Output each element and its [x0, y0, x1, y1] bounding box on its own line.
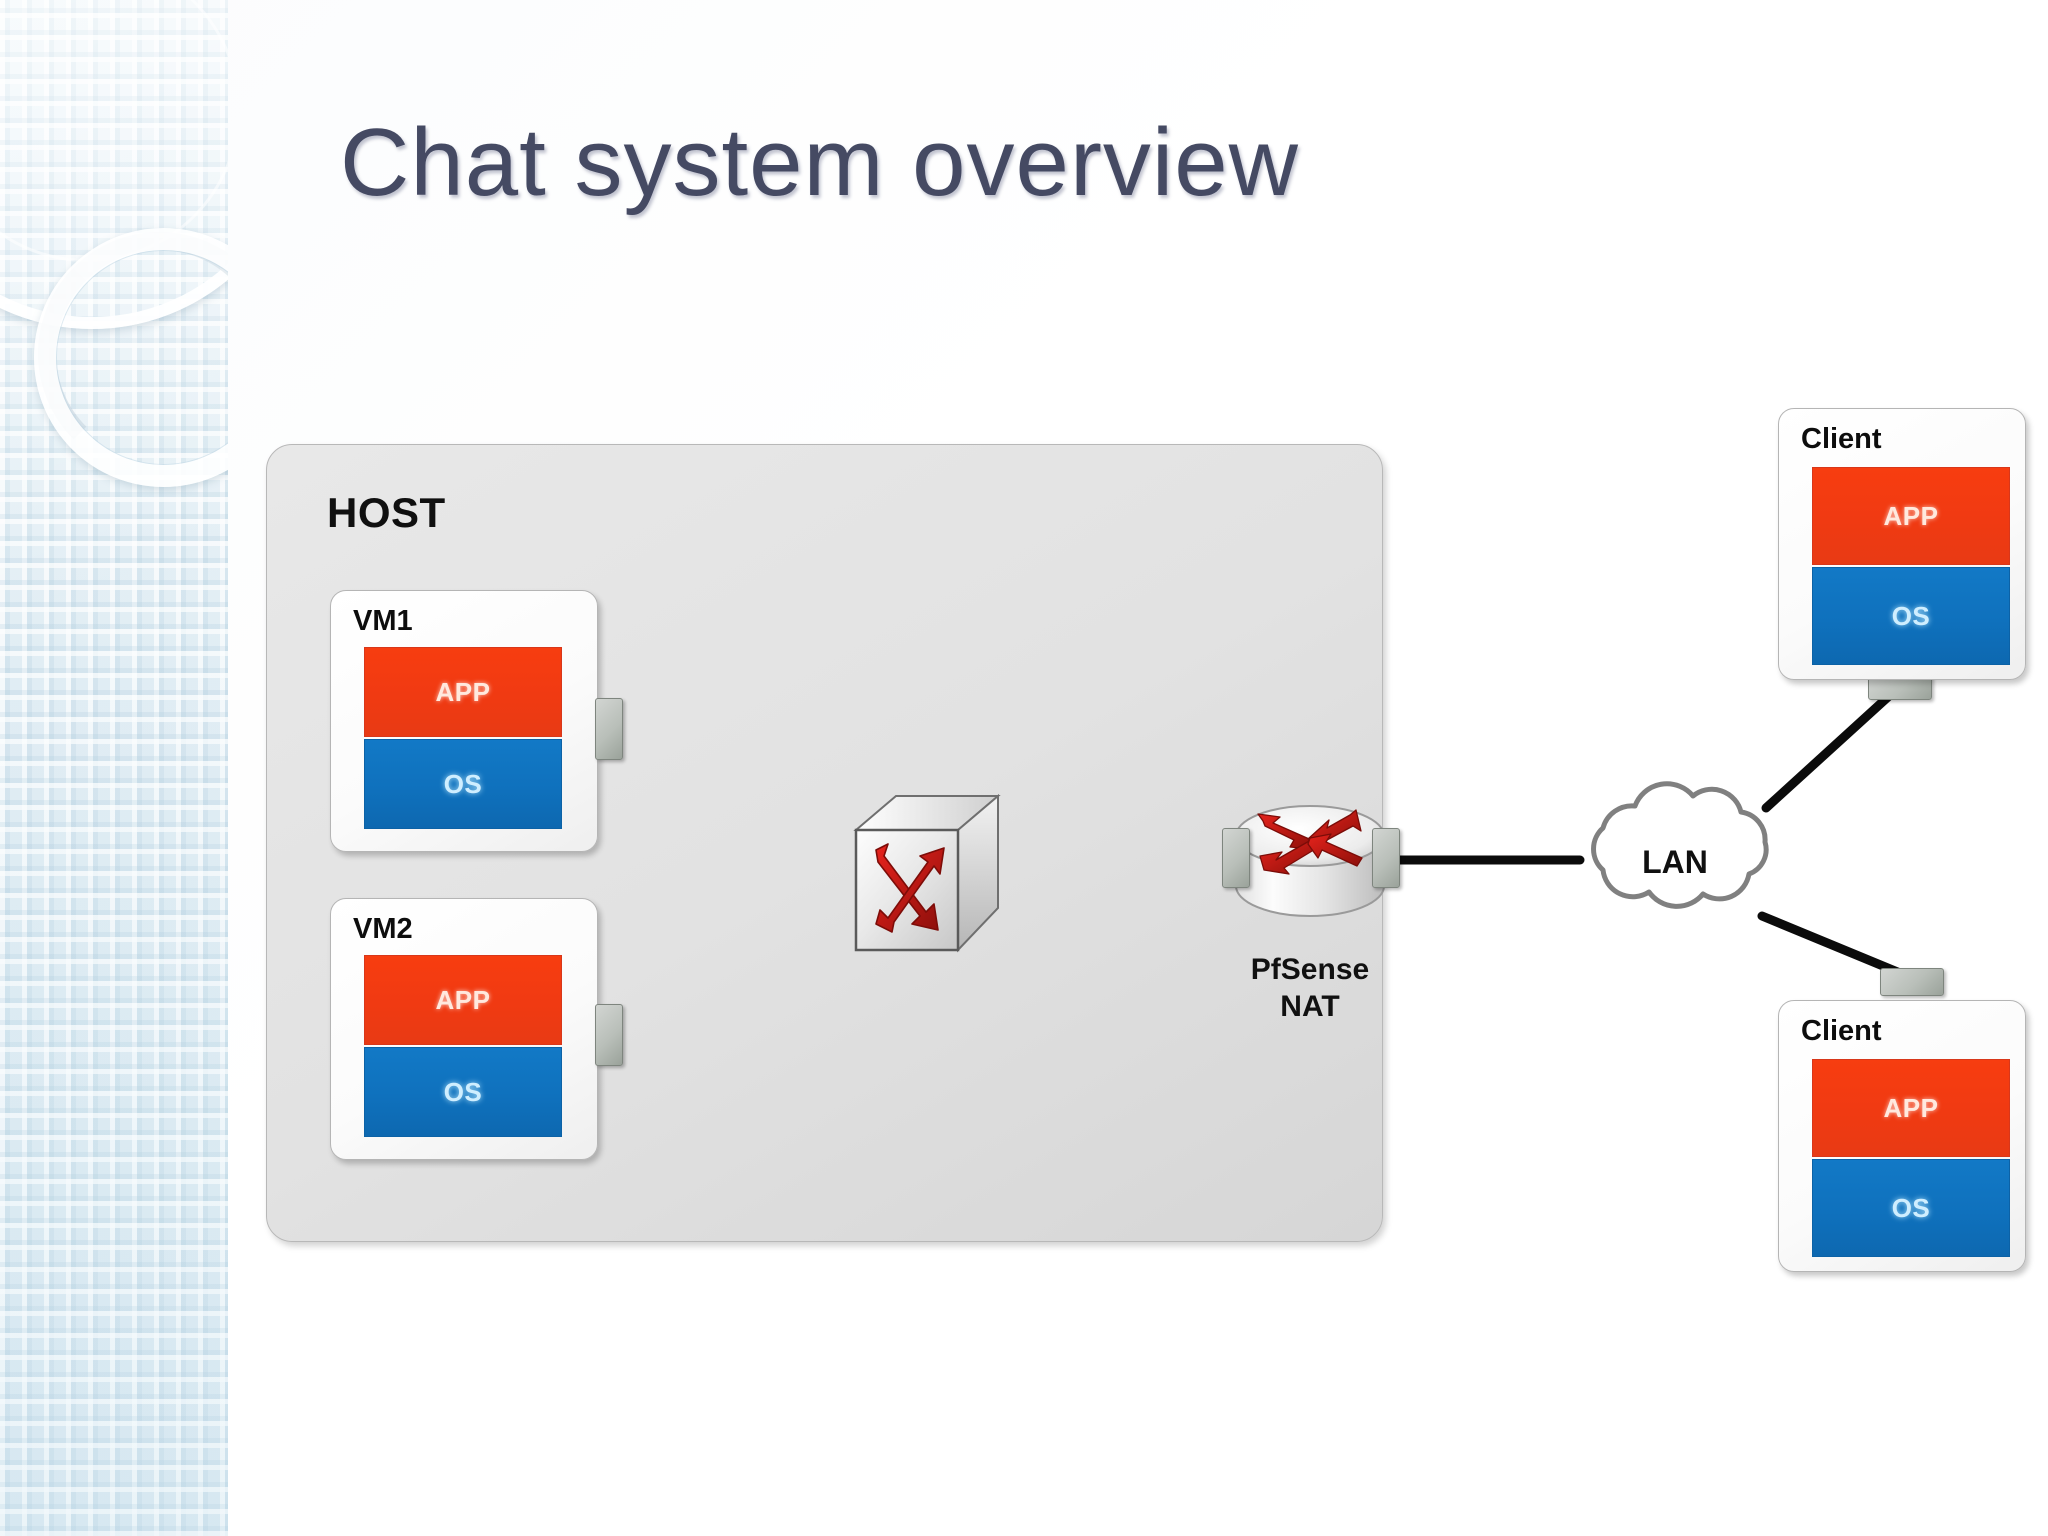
vm2-os-layer: OS: [364, 1047, 562, 1137]
vm1-card[interactable]: VM1 APP OS: [330, 590, 598, 852]
vm1-os-layer: OS: [364, 739, 562, 829]
cloud-label: LAN: [1642, 844, 1708, 880]
client-top-title: Client: [1801, 423, 1882, 455]
router-label: PfSense NAT: [1192, 952, 1428, 1025]
client-bottom-card[interactable]: Client APP OS: [1778, 1000, 2026, 1272]
vm1-title: VM1: [353, 605, 413, 637]
client-top-app-layer: APP: [1812, 467, 2010, 565]
vm2-nic-connector-icon: [595, 1004, 623, 1066]
client-bottom-title: Client: [1801, 1015, 1882, 1047]
client-top-card[interactable]: Client APP OS: [1778, 408, 2026, 680]
cloud-icon[interactable]: [1540, 770, 1810, 950]
client-bottom-nic-connector-icon: [1880, 968, 1944, 996]
client-bottom-os-layer: OS: [1812, 1159, 2010, 1257]
router-right-connector-icon: [1372, 828, 1400, 888]
vm2-card[interactable]: VM2 APP OS: [330, 898, 598, 1160]
vm2-app-layer: APP: [364, 955, 562, 1045]
page-title: Chat system overview: [340, 109, 1299, 216]
router-left-connector-icon: [1222, 828, 1250, 888]
router-icon[interactable]: [1232, 800, 1388, 922]
vm1-nic-connector-icon: [595, 698, 623, 760]
host-label: HOST: [327, 489, 446, 536]
router-label-line2: NAT: [1280, 989, 1340, 1023]
client-top-os-layer: OS: [1812, 567, 2010, 665]
router-label-line1: PfSense: [1250, 953, 1370, 986]
network-switch-icon[interactable]: [848, 788, 1006, 958]
client-bottom-app-layer: APP: [1812, 1059, 2010, 1157]
vm2-title: VM2: [353, 913, 413, 945]
vm1-app-layer: APP: [364, 647, 562, 737]
